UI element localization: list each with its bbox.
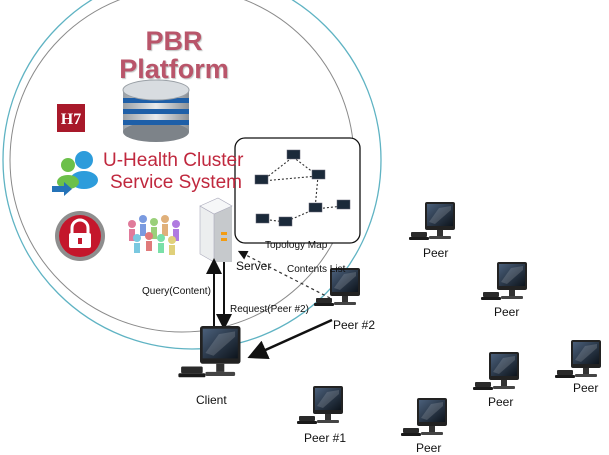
server-icon — [199, 197, 233, 263]
computer-icons — [178, 202, 601, 436]
platform-outer-circle — [2, 0, 382, 350]
peer2-label: Peer #2 — [333, 318, 376, 332]
peer-computer-icon-3 — [473, 352, 519, 390]
hl7-logo-icon: H7 — [57, 104, 85, 132]
messenger-icon — [52, 151, 98, 196]
peer-label-5: Peer — [416, 441, 442, 455]
peer-computer-icon-5 — [401, 398, 447, 436]
peer1-label: Peer #1 — [304, 431, 347, 445]
peer-computer-icon-1 — [409, 202, 455, 240]
peer-transfer-arrow — [247, 318, 333, 359]
service-system-line1: U-Health Cluster — [103, 150, 244, 171]
peer-label-3: Peer — [488, 395, 514, 409]
peer-computer-icon-2 — [481, 262, 527, 300]
client-label: Client — [196, 393, 227, 407]
service-system-line2: Service System — [110, 172, 242, 193]
peer-label-4: Peer — [573, 381, 599, 395]
peer2-computer-icon — [314, 268, 360, 306]
peer-label-2: Peer — [494, 305, 520, 319]
client-computer-icon — [178, 326, 241, 378]
topology-map-label: Topology Map — [265, 240, 328, 251]
query-label: Query(Content) — [142, 286, 211, 297]
database-icon — [122, 79, 190, 142]
crowd-icon — [128, 215, 180, 255]
topology-nodes — [254, 149, 351, 227]
request-label: Request(Peer #2) — [230, 304, 309, 315]
peer-label-1: Peer — [423, 246, 449, 260]
security-lock-icon — [55, 211, 105, 261]
contents-list-arrow — [237, 250, 331, 299]
platform-title-line1: PBR — [145, 26, 203, 56]
svg-text:H7: H7 — [61, 111, 81, 128]
contents-list-label: Contents List — [287, 264, 346, 275]
platform-title-line2: Platform — [119, 54, 229, 84]
peer-computer-icon-4 — [555, 340, 601, 378]
server-label: Server — [236, 259, 272, 273]
peer1-computer-icon — [297, 386, 343, 424]
